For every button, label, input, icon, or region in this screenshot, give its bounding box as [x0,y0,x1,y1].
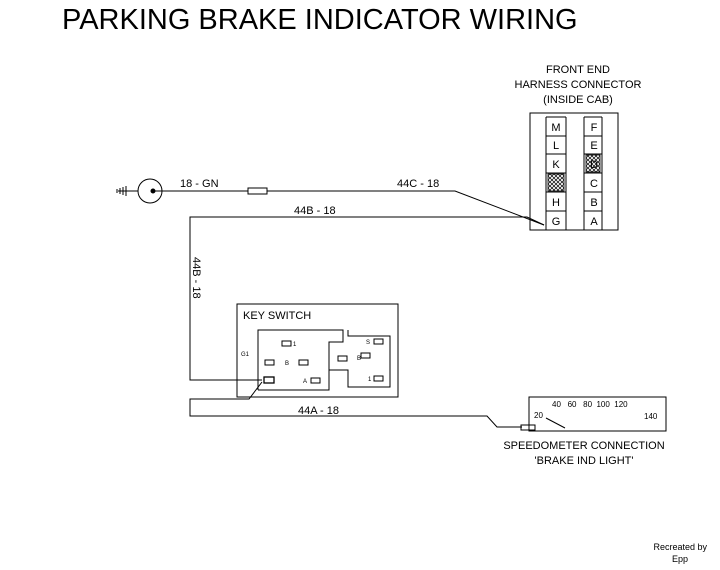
speedometer-value-140: 140 [644,412,658,421]
credit-line2: Epp [672,554,688,564]
connector-pin-e: E [590,140,597,152]
wire-44b [189,216,545,381]
connector-pin-c: C [590,178,598,190]
harness-connector [529,112,619,231]
credit-line1: Recreated by [653,542,707,552]
terminal-1-top: 1 [293,342,297,348]
connector-pin-h: H [552,197,560,209]
wire-label-44b-18-vertical: 44B - 18 [190,257,202,299]
connector-pin-l: L [553,140,559,152]
wire-44a [189,381,522,428]
connector-pin-d: D [590,159,598,171]
speedometer-caption-line1: SPEEDOMETER CONNECTION [503,440,664,452]
connector-pin-a: A [590,216,598,228]
terminal-b-left: B [285,361,289,367]
terminal-s: S [366,340,370,346]
connector-cavity-blank-left [547,173,565,192]
terminal-g1: G1 [241,352,250,358]
connector-cavity-d [585,154,601,173]
speedometer-value-20: 20 [534,411,543,420]
key-switch [236,303,399,398]
speedometer-caption-line2: 'BRAKE IND LIGHT' [535,455,634,467]
connector-pin-g: G [552,216,561,228]
key-switch-label: KEY SWITCH [243,310,311,322]
inline-fuse [247,187,268,195]
wire-44c [155,190,545,226]
terminal-1-bottom: 1 [368,377,372,383]
connector-caption-line1: FRONT END [546,64,610,76]
wire-label-44c-18: 44C - 18 [397,178,439,190]
connector-caption-line3: (INSIDE CAB) [543,94,613,106]
wire-label-44b-18: 44B - 18 [294,205,336,217]
connector-pin-k: K [552,159,560,171]
wire-label-44a-18: 44A - 18 [298,405,339,417]
connector-pin-f: F [591,122,598,134]
speedometer [520,396,667,432]
terminal-b-right: B [357,356,361,362]
speedometer-scale: 40 60 80 100 120 [552,400,628,409]
page-title: PARKING BRAKE INDICATOR WIRING [62,4,578,36]
terminal-a: A [303,379,307,385]
wire-label-18-gn: 18 - GN [180,178,219,190]
connector-pin-m: M [551,122,560,134]
connector-pin-b: B [590,197,597,209]
connector-caption-line2: HARNESS CONNECTOR [515,79,642,91]
